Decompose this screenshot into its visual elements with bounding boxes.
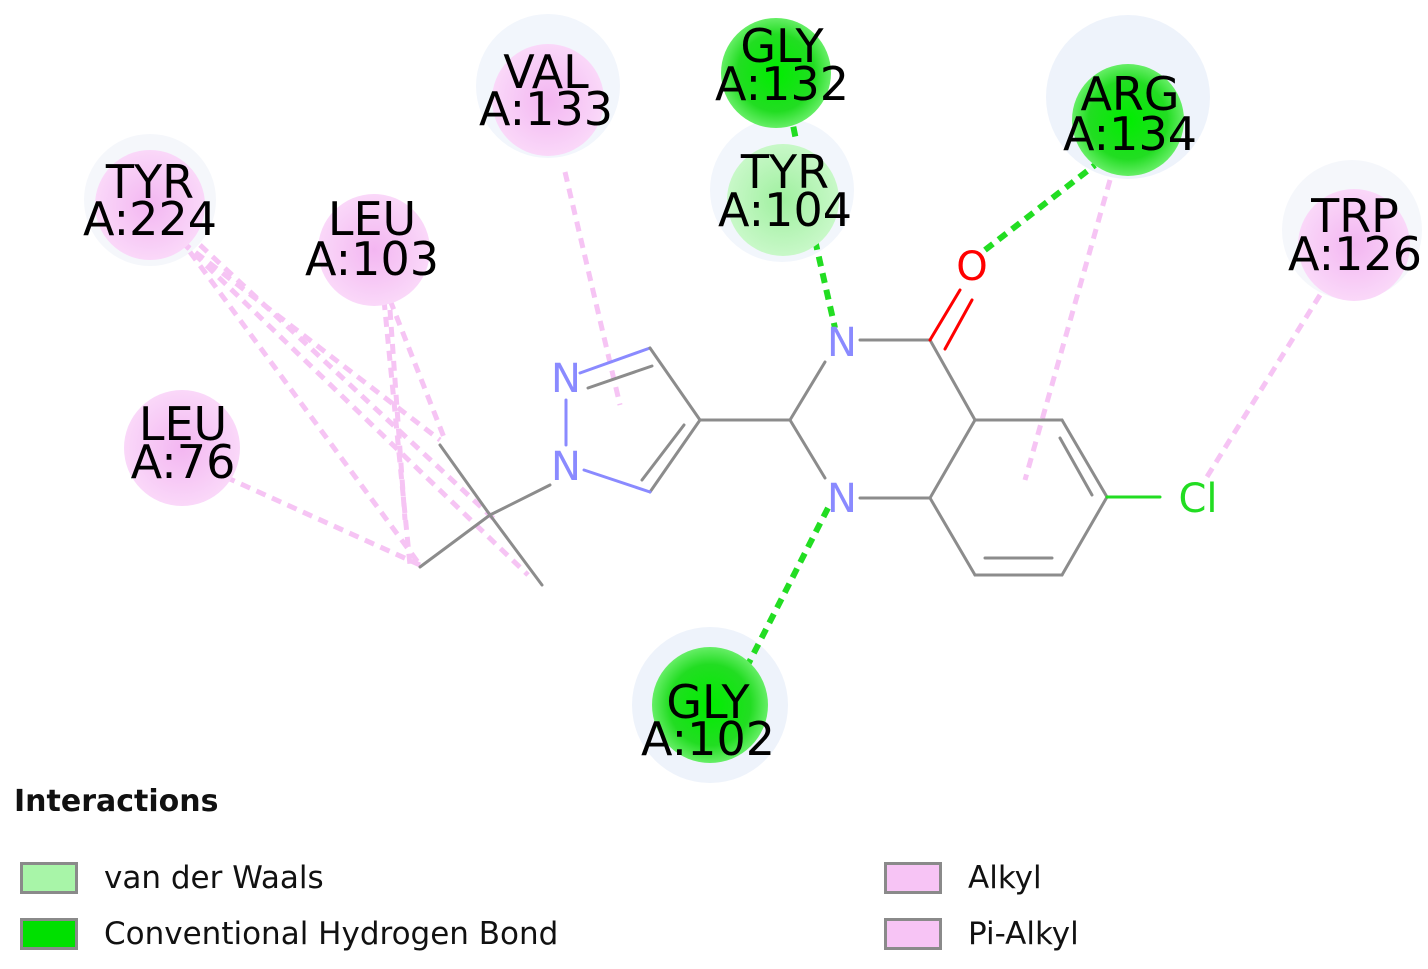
atom-oxygen: O bbox=[956, 244, 987, 290]
atom-labels: N N N N O Cl bbox=[551, 244, 1217, 522]
residue-circle-gly102 bbox=[652, 647, 768, 763]
legend-label: Conventional Hydrogen Bond bbox=[104, 916, 559, 952]
residue-circle-val133 bbox=[492, 44, 604, 156]
molecule-bonds bbox=[418, 288, 1162, 587]
legend-item-pi-alkyl: Pi-Alkyl bbox=[884, 914, 1079, 954]
residue-circle-trp126 bbox=[1298, 189, 1410, 301]
residue-name-val133: VAL bbox=[503, 45, 589, 99]
residue-circle-leu76 bbox=[124, 390, 240, 506]
residue-chain-trp126: A:126 bbox=[1288, 227, 1422, 281]
residue-name-tyr224: TYR bbox=[105, 155, 194, 209]
residue-circle-tyr104 bbox=[727, 144, 839, 256]
residue-circle-arg134 bbox=[1072, 64, 1184, 176]
legend-swatch-alkyl bbox=[884, 862, 942, 894]
residue-chain-tyr104: A:104 bbox=[718, 183, 852, 237]
residue-chain-tyr224: A:224 bbox=[83, 192, 217, 246]
residue-chain-val133: A:133 bbox=[479, 82, 613, 136]
atom-n-pyrazole-top: N bbox=[551, 356, 581, 402]
residue-circle-gly132 bbox=[721, 18, 831, 128]
atom-chlorine: Cl bbox=[1178, 476, 1217, 522]
residue-chain-leu76: A:76 bbox=[131, 435, 236, 489]
residue-chain-leu103: A:103 bbox=[305, 232, 439, 286]
legend-item-van-der-waals: van der Waals bbox=[20, 858, 324, 898]
residue-name-trp126: TRP bbox=[1310, 189, 1399, 243]
residue-name-tyr104: TYR bbox=[740, 145, 829, 199]
residue-name-gly132: GLY bbox=[740, 19, 824, 73]
legend-swatch-hbond bbox=[20, 918, 78, 950]
residue-circles bbox=[95, 18, 1410, 763]
residue-name-gly102: GLY bbox=[666, 675, 750, 729]
residue-name-leu103: LEU bbox=[328, 192, 416, 246]
legend-item-alkyl: Alkyl bbox=[884, 858, 1042, 898]
residue-chain-gly102: A:102 bbox=[641, 712, 775, 766]
residue-labels: TYR A:224 LEU A:103 VAL A:133 GLY A:132 … bbox=[83, 19, 1422, 766]
legend-label: Alkyl bbox=[968, 860, 1042, 896]
legend-label: Pi-Alkyl bbox=[968, 916, 1079, 952]
legend-title: Interactions bbox=[14, 784, 219, 819]
alkyl-lines bbox=[180, 171, 1323, 577]
atom-n-ring-bottom: N bbox=[827, 476, 857, 522]
legend-item-hydrogen-bond: Conventional Hydrogen Bond bbox=[20, 914, 558, 954]
residue-name-leu76: LEU bbox=[139, 397, 227, 451]
legend-swatch-pi-alkyl bbox=[884, 918, 942, 950]
residue-chain-arg134: A:134 bbox=[1063, 107, 1197, 161]
atom-n-pyrazole-bottom: N bbox=[551, 444, 581, 490]
residue-circle-leu103 bbox=[318, 194, 430, 306]
atom-n-ring-top: N bbox=[827, 320, 857, 366]
residue-chain-gly132: A:132 bbox=[715, 57, 849, 111]
residue-circle-tyr224 bbox=[95, 150, 205, 260]
residue-name-arg134: ARG bbox=[1080, 67, 1179, 121]
legend-swatch-vdw bbox=[20, 862, 78, 894]
legend-label: van der Waals bbox=[104, 860, 324, 896]
